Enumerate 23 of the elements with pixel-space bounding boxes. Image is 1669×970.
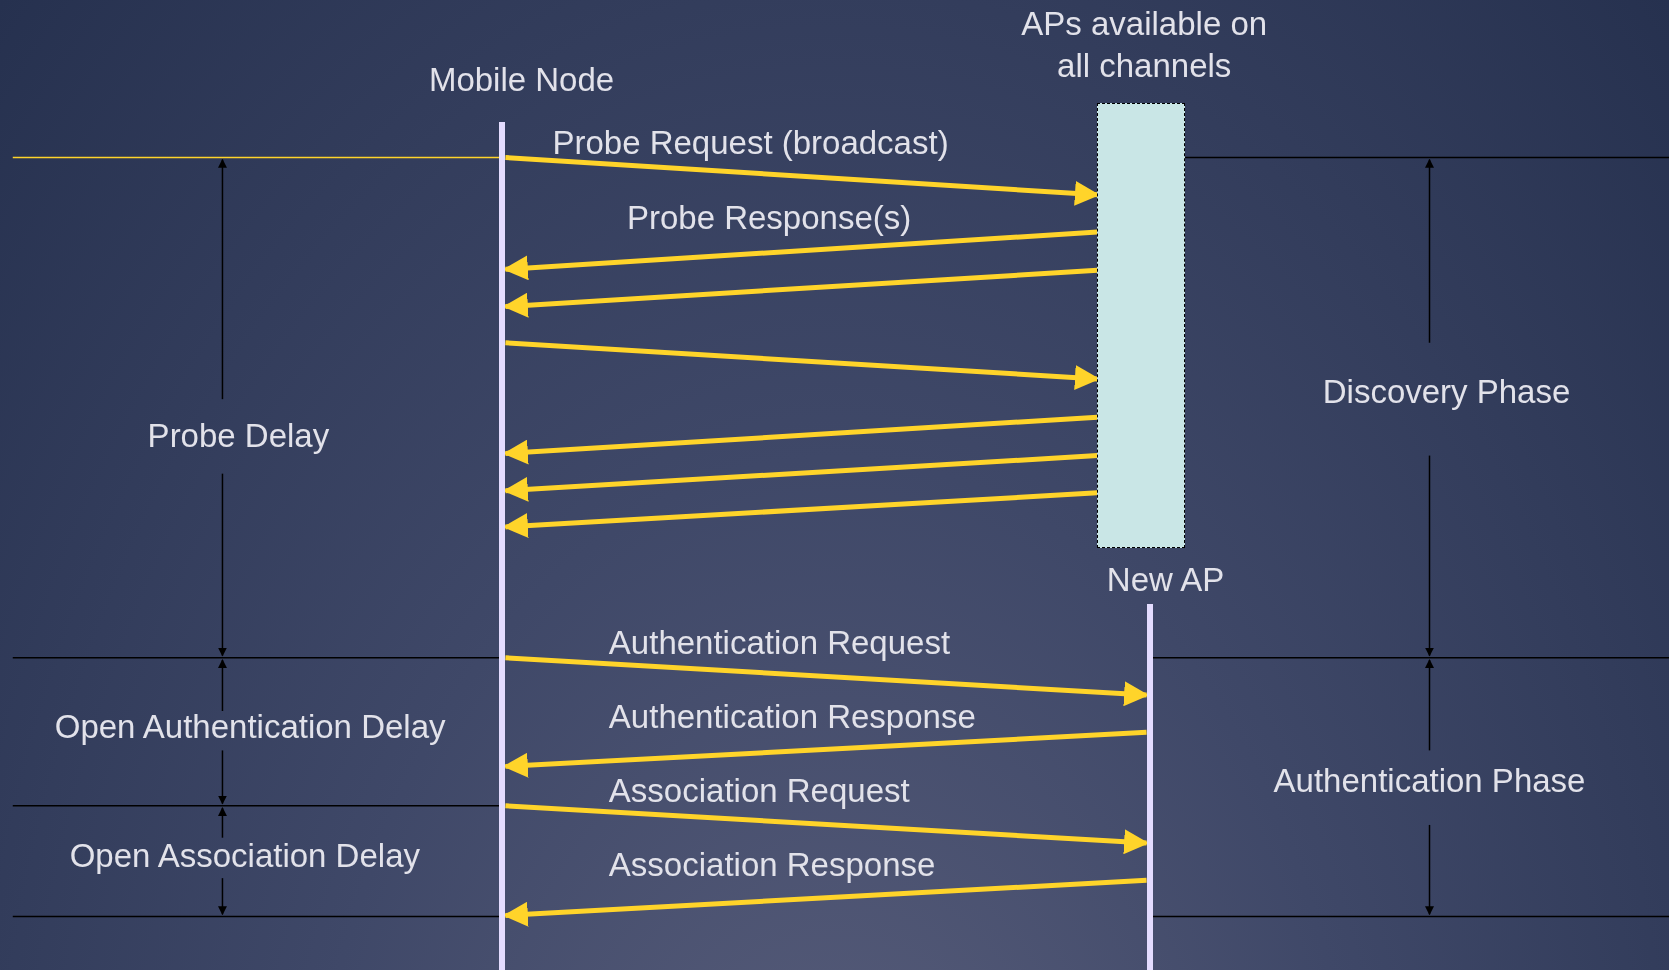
message-arrow [505,803,1150,855]
message-arrow [502,414,1098,465]
message-arrow [502,229,1098,281]
message-label: Association Response [608,845,936,886]
message-label: Authentication Request [608,622,951,663]
participant-label: APs available on all channels [1020,4,1269,87]
message-label: Probe Request (broadcast) [552,123,949,164]
participant-label: Mobile Node [427,59,616,100]
message-arrow [502,453,1098,502]
message-arrow [502,729,1147,778]
message-label: Probe Response(s) [626,197,912,238]
interval-label: Discovery Phase [1322,371,1571,412]
interval-label: Open Authentication Delay [54,706,446,747]
message-arrow [502,267,1098,318]
message-arrow [505,655,1150,707]
interval-label: Probe Delay [147,415,330,456]
message-arrow [502,490,1098,539]
message-label: Association Request [608,770,910,811]
message-arrow [502,877,1147,927]
interval-label: Authentication Phase [1273,760,1586,801]
interval-label: Open Association Delay [69,835,420,876]
message-label: Authentication Response [608,697,976,738]
participant-label: New AP [1105,559,1226,600]
